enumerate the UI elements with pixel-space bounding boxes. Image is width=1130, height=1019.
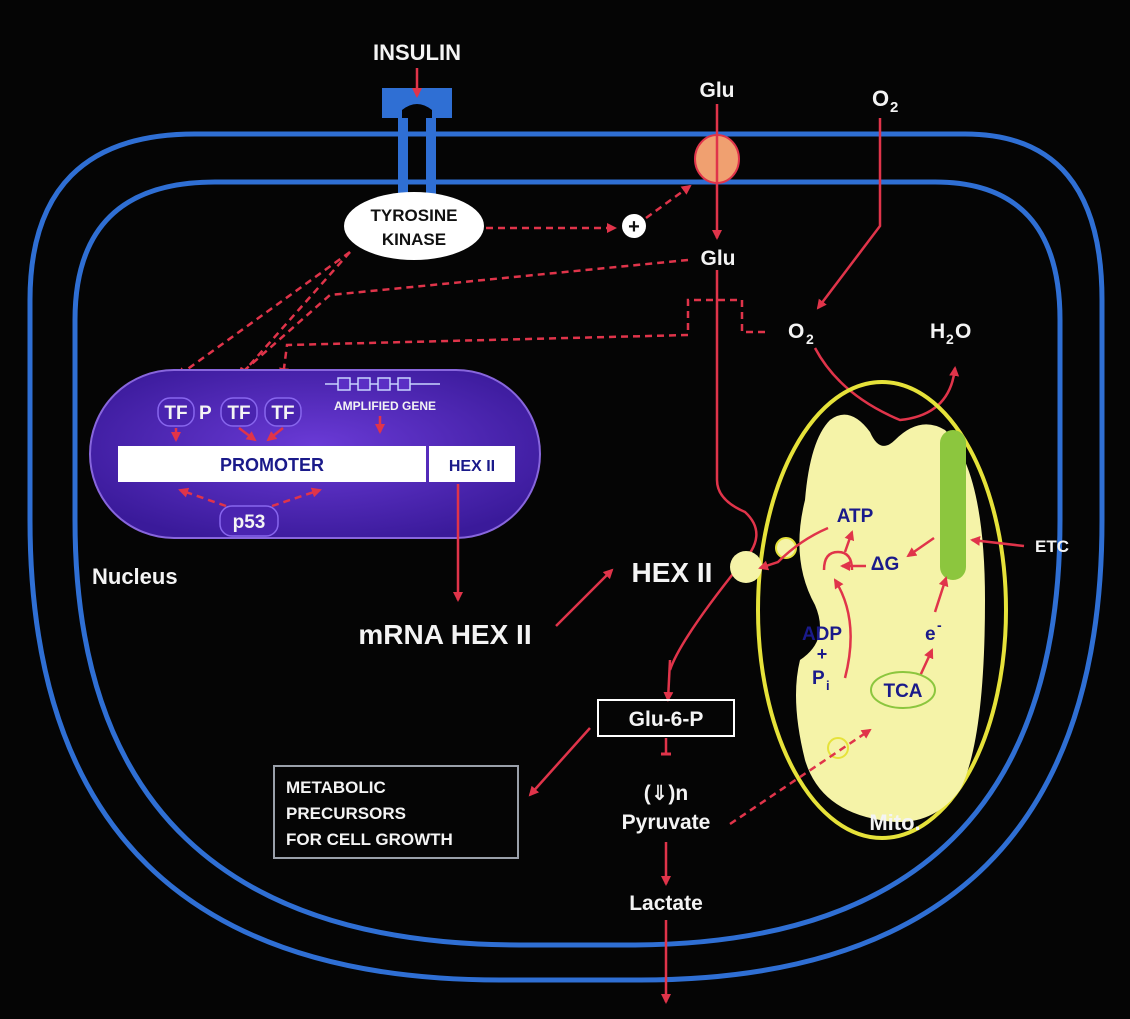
svg-text:TF: TF bbox=[227, 403, 250, 424]
amplified-gene-label: AMPLIFIED GENE bbox=[334, 399, 436, 413]
pyruvate-label: Pyruvate bbox=[622, 811, 711, 834]
adp-plus-label: + bbox=[817, 644, 828, 664]
atp-label: ATP bbox=[837, 506, 874, 527]
lactate-label: Lactate bbox=[629, 892, 703, 915]
metabolic-line-1: METABOLIC bbox=[286, 778, 386, 797]
p53-label: p53 bbox=[233, 512, 266, 533]
svg-text:H: H bbox=[930, 320, 945, 343]
svg-text:2: 2 bbox=[890, 99, 898, 116]
metabolic-line-2: PRECURSORS bbox=[286, 804, 406, 823]
svg-text:2: 2 bbox=[806, 331, 814, 347]
plus-label: + bbox=[628, 216, 640, 238]
hex-binding-site bbox=[730, 551, 762, 583]
n-steps-label: (⇓)n bbox=[644, 782, 688, 805]
svg-text:-: - bbox=[937, 617, 942, 633]
svg-text:TF: TF bbox=[164, 403, 187, 424]
adp-label: ADP bbox=[802, 624, 842, 645]
etc-complex bbox=[940, 430, 966, 580]
svg-text:TF: TF bbox=[271, 403, 294, 424]
hex-gene-label: HEX II bbox=[449, 458, 495, 475]
tf3-node: TF bbox=[265, 398, 301, 426]
tyrosine-label-2: KINASE bbox=[382, 230, 446, 249]
nucleus-label: Nucleus bbox=[92, 564, 178, 589]
svg-text:O: O bbox=[788, 320, 804, 343]
mito-label: Mito. bbox=[869, 810, 920, 835]
insulin-label: INSULIN bbox=[373, 40, 461, 65]
tyrosine-label-1: TYROSINE bbox=[371, 206, 458, 225]
svg-text:i: i bbox=[826, 678, 830, 693]
tf1-node: TF bbox=[158, 398, 194, 426]
svg-text:O: O bbox=[955, 320, 971, 343]
phosphate-label: P bbox=[199, 403, 212, 424]
metabolic-line-3: FOR CELL GROWTH bbox=[286, 830, 453, 849]
svg-text:e: e bbox=[925, 624, 936, 645]
tf2-node: TF bbox=[221, 398, 257, 426]
delta-g-label: ΔG bbox=[871, 554, 899, 575]
glu-outside-label: Glu bbox=[700, 79, 735, 102]
hex-enzyme-label: HEX II bbox=[632, 557, 713, 588]
glu-inside-label: Glu bbox=[701, 247, 736, 270]
svg-text:2: 2 bbox=[946, 331, 954, 347]
mrna-label: mRNA HEX II bbox=[358, 619, 531, 650]
svg-text:P: P bbox=[812, 668, 825, 689]
etc-label: ETC bbox=[1035, 537, 1069, 556]
tyrosine-kinase-node bbox=[344, 192, 484, 260]
svg-text:O: O bbox=[872, 86, 889, 111]
promoter-label: PROMOTER bbox=[220, 455, 324, 475]
tca-label: TCA bbox=[883, 681, 922, 702]
glu6p-label: Glu-6-P bbox=[629, 708, 704, 731]
